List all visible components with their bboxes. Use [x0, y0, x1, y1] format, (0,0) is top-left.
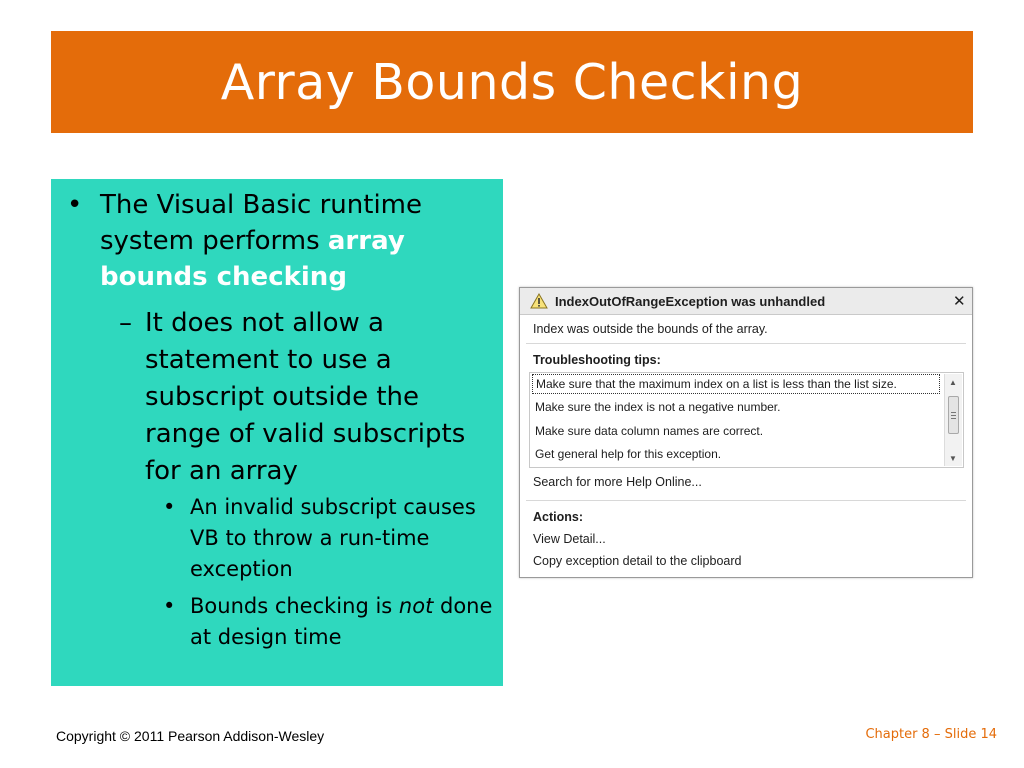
scroll-thumb[interactable] [948, 396, 959, 434]
bullet-marker: • [67, 190, 83, 220]
sub-sub-bullet2-text: Bounds checking is [190, 594, 399, 618]
dash-marker: – [119, 308, 132, 338]
sub-bullet-text: It does not allow a statement to use a s… [145, 308, 466, 486]
copy-exception-link[interactable]: Copy exception detail to the clipboard [533, 554, 742, 568]
tips-heading: Troubleshooting tips: [533, 353, 661, 367]
tips-list[interactable]: Make sure that the maximum index on a li… [529, 372, 964, 468]
divider [526, 343, 966, 344]
tips-scrollbar[interactable]: ▲ ▼ [944, 374, 962, 466]
tip-item[interactable]: Get general help for this exception. [535, 447, 722, 461]
bullet-level3-item: • An invalid subscript causes VB to thro… [163, 492, 499, 585]
grip-line [951, 415, 956, 416]
bullet-marker: • [163, 495, 176, 519]
warning-icon [530, 293, 548, 309]
grip-line [951, 412, 956, 413]
dialog-header: IndexOutOfRangeException was unhandled ✕ [520, 288, 972, 315]
footer-copyright: Copyright © 2011 Pearson Addison-Wesley [56, 728, 325, 744]
bullet1-text: The Visual Basic runtime system performs [100, 190, 422, 256]
tip-item[interactable]: Make sure data column names are correct. [535, 424, 764, 438]
sub-sub-bullet2-italic: not [398, 594, 434, 618]
exception-message: Index was outside the bounds of the arra… [533, 322, 768, 336]
bullet-level3-item: • Bounds checking is not done at design … [163, 591, 499, 653]
bullet-level1: • The Visual Basic runtime system perfor… [59, 187, 491, 295]
dialog-title: IndexOutOfRangeException was unhandled [555, 294, 826, 309]
tip-item[interactable]: Make sure the index is not a negative nu… [535, 400, 781, 414]
slide-title: Array Bounds Checking [220, 53, 804, 111]
grip-line [951, 418, 956, 419]
sub-sub-bullet1-text: An invalid subscript causes VB to throw … [190, 495, 476, 581]
bullet1-emphasis: array bounds checking [100, 226, 405, 292]
divider [526, 500, 966, 501]
view-detail-link[interactable]: View Detail... [533, 532, 606, 546]
title-bar: Array Bounds Checking [51, 31, 973, 133]
actions-heading: Actions: [533, 510, 583, 524]
content-box: • The Visual Basic runtime system perfor… [51, 179, 503, 686]
bullet-marker: • [163, 594, 176, 618]
close-icon[interactable]: ✕ [953, 293, 966, 310]
footer-slide-number: Chapter 8 – Slide 14 [865, 727, 997, 742]
bullet-level2: – It does not allow a statement to use a… [119, 305, 499, 490]
scroll-down-icon[interactable]: ▼ [949, 454, 957, 463]
scroll-up-icon[interactable]: ▲ [949, 378, 957, 387]
sub-sub-bullet2-rest: done at design time [190, 594, 493, 649]
search-help-link[interactable]: Search for more Help Online... [533, 475, 702, 489]
tip-item[interactable]: Make sure that the maximum index on a li… [532, 374, 940, 394]
exception-dialog: IndexOutOfRangeException was unhandled ✕… [519, 287, 973, 578]
